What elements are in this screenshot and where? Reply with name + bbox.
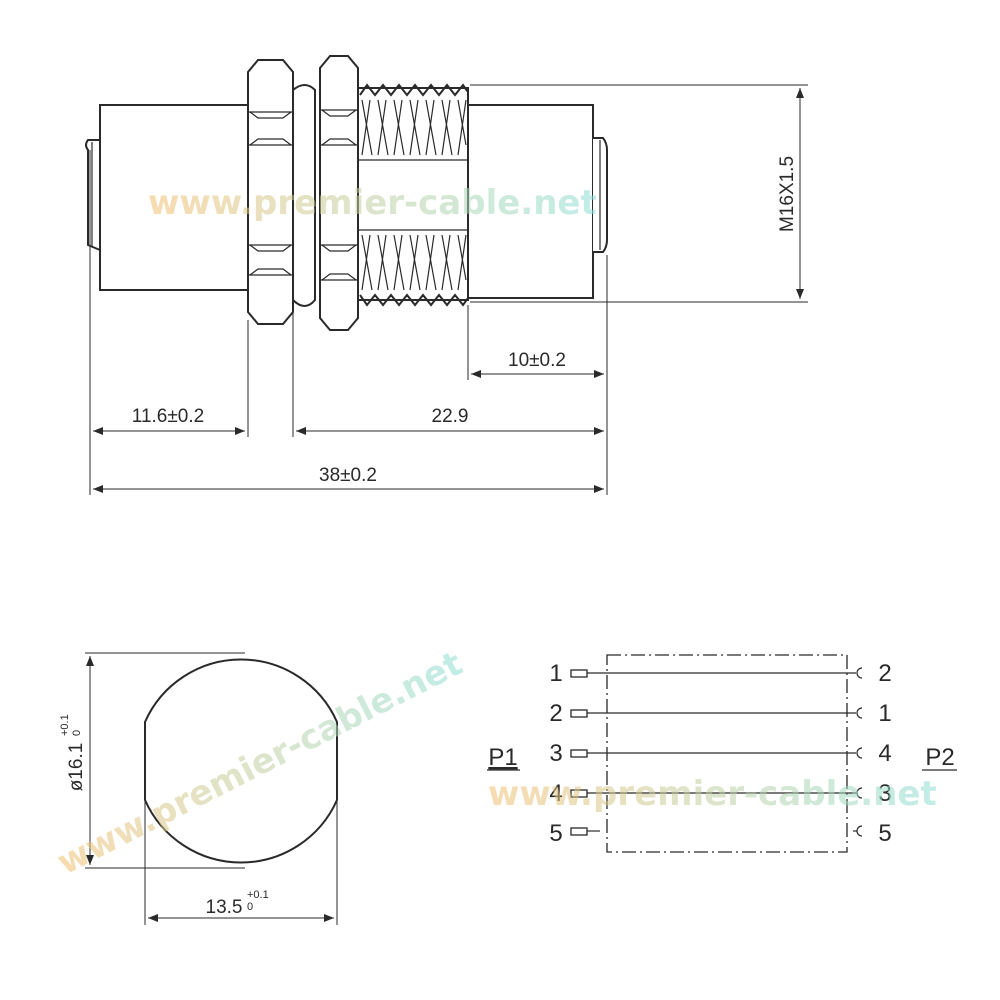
left-pin-5: 5: [549, 820, 562, 847]
rear-length-label: 22.9: [432, 406, 469, 427]
left-body: [99, 104, 249, 291]
left-pin-2: 2: [549, 700, 562, 727]
p2-label: P2: [925, 744, 954, 771]
svg-text:+0.1: +0.1: [59, 714, 71, 736]
flat-label: 13.5 +0.1 0: [206, 889, 269, 918]
end-view: ø16.1 +0.1 0 13.5 +0.1 0: [59, 652, 338, 925]
right-body: [467, 104, 594, 299]
svg-text:+0.1: +0.1: [247, 889, 269, 901]
wiring-diagram: 1 2 2 1 3 4 4 3 5: [487, 654, 957, 853]
dim-thread-length: 10±0.2: [471, 350, 604, 378]
dim-total-length: 38±0.2: [93, 465, 604, 493]
thread-label: M16X1.5: [777, 156, 798, 232]
wire-row-4: 4 3: [549, 780, 891, 807]
svg-text:0: 0: [247, 901, 253, 913]
right-pin-4: 3: [878, 780, 891, 807]
dim-front-length: 11.6±0.2: [93, 406, 245, 435]
hex-nut-right: [319, 55, 359, 331]
left-pin-3: 3: [549, 740, 562, 767]
left-pin-1: 1: [549, 660, 562, 687]
thread-length-label: 10±0.2: [508, 350, 566, 371]
watermark-diagonal: www.premier-cable.net: [51, 644, 469, 883]
left-tip: [85, 139, 101, 251]
dim-rear-length: 22.9: [296, 406, 604, 435]
thread-section: [357, 83, 469, 307]
wire-row-3: 3 4: [549, 740, 891, 767]
wire-row-2: 2 1: [549, 700, 891, 727]
wire-row-5: 5 5: [549, 820, 891, 847]
front-length-label: 11.6±0.2: [132, 406, 204, 427]
svg-text:ø16.1: ø16.1: [66, 743, 87, 792]
diameter-label: ø16.1 +0.1 0: [59, 714, 87, 791]
dim-thread: M16X1.5: [470, 84, 808, 303]
wire-row-1: 1 2: [549, 660, 891, 687]
p1-label: P1: [488, 744, 517, 771]
watermark-top: www.premier-cable.net: [148, 183, 597, 223]
svg-text:13.5: 13.5: [206, 897, 243, 918]
extension-lines: [89, 150, 608, 495]
side-view: [85, 55, 608, 331]
washer: [292, 84, 316, 307]
right-pin-2: 1: [878, 700, 891, 727]
right-pin-1: 2: [878, 660, 891, 687]
svg-text:0: 0: [71, 730, 83, 736]
right-pin-5: 5: [878, 820, 891, 847]
watermark-bottom: www.premier-cable.net: [488, 774, 937, 814]
right-pin-3: 4: [878, 740, 891, 767]
total-length-label: 38±0.2: [319, 465, 377, 486]
left-pin-4: 4: [549, 780, 562, 807]
